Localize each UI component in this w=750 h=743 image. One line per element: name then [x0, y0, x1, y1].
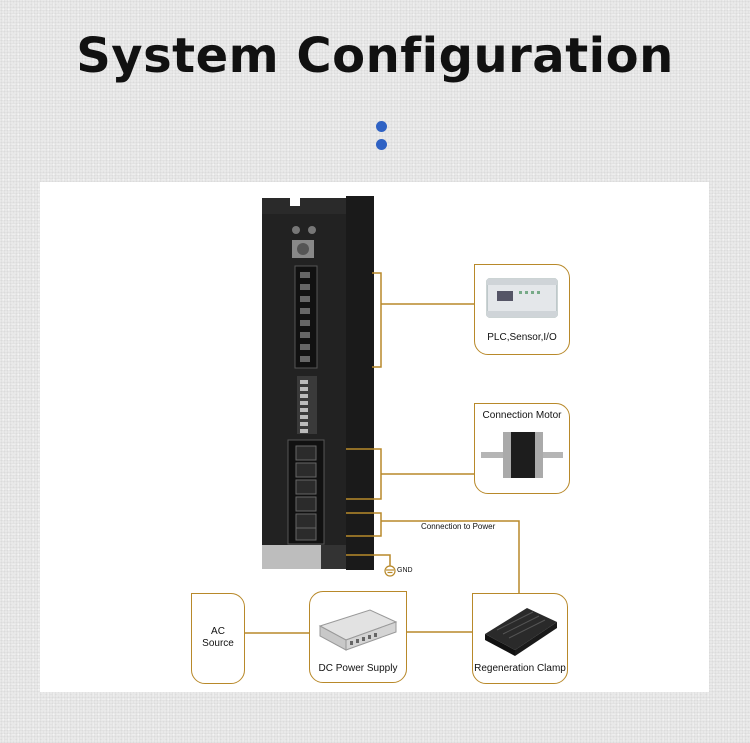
line-to-regen	[381, 520, 520, 593]
ac-label-line2: Source	[202, 638, 234, 649]
regen-clamp-icon	[485, 608, 557, 656]
power-bracket	[346, 512, 382, 537]
connection-to-power-label: Connection to Power	[421, 522, 496, 531]
plc-label: PLC,Sensor,I/O	[487, 332, 557, 343]
ac-label-line1: AC	[211, 626, 225, 637]
stepper-motor-icon	[481, 432, 563, 478]
regen-clamp-box: Regeneration Clamp	[472, 593, 568, 684]
power-supply-icon	[318, 609, 398, 651]
motor-label: Connection Motor	[482, 410, 562, 421]
ground-icon	[384, 565, 396, 577]
stepper-driver	[262, 196, 374, 570]
plc-box: PLC,Sensor,I/O	[474, 264, 570, 355]
gnd-label: GND	[397, 567, 413, 574]
plc-icon	[486, 278, 558, 318]
ac-source-box: AC Source	[191, 593, 245, 684]
line-to-gnd	[346, 554, 391, 566]
separator-dot-top	[376, 121, 387, 132]
motor-box: Connection Motor	[474, 403, 570, 494]
signal-bracket	[372, 272, 382, 368]
separator-dot-bottom	[376, 139, 387, 150]
regen-clamp-label: Regeneration Clamp	[474, 663, 566, 674]
dc-power-label: DC Power Supply	[318, 663, 398, 674]
dc-power-box: DC Power Supply	[309, 591, 407, 683]
page-title: System Configuration	[76, 28, 674, 84]
